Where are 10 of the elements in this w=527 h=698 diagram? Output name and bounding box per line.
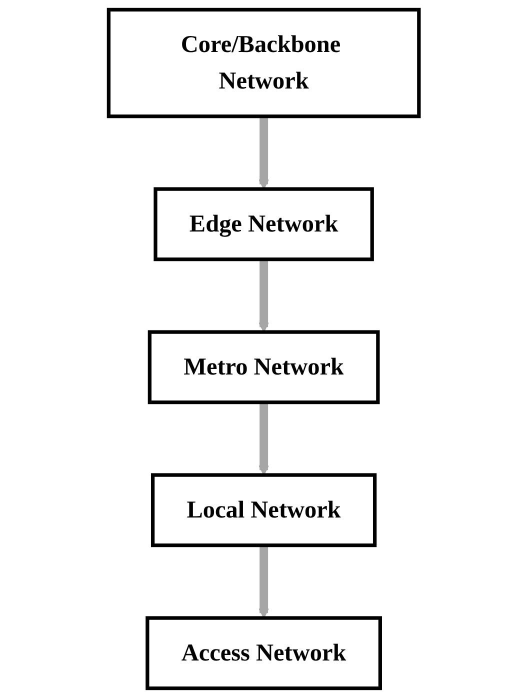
node-box <box>150 473 376 548</box>
arrow <box>258 545 269 618</box>
node-box <box>106 8 420 118</box>
network-hierarchy-diagram: Core/Backbone Network Edge Network Metro Network Local Network Access Network <box>98 0 428 698</box>
arrow <box>258 402 269 476</box>
arrow <box>258 259 269 332</box>
node-box <box>148 330 380 404</box>
arrow <box>258 116 269 190</box>
node-box <box>145 616 382 690</box>
node-box <box>153 187 374 262</box>
